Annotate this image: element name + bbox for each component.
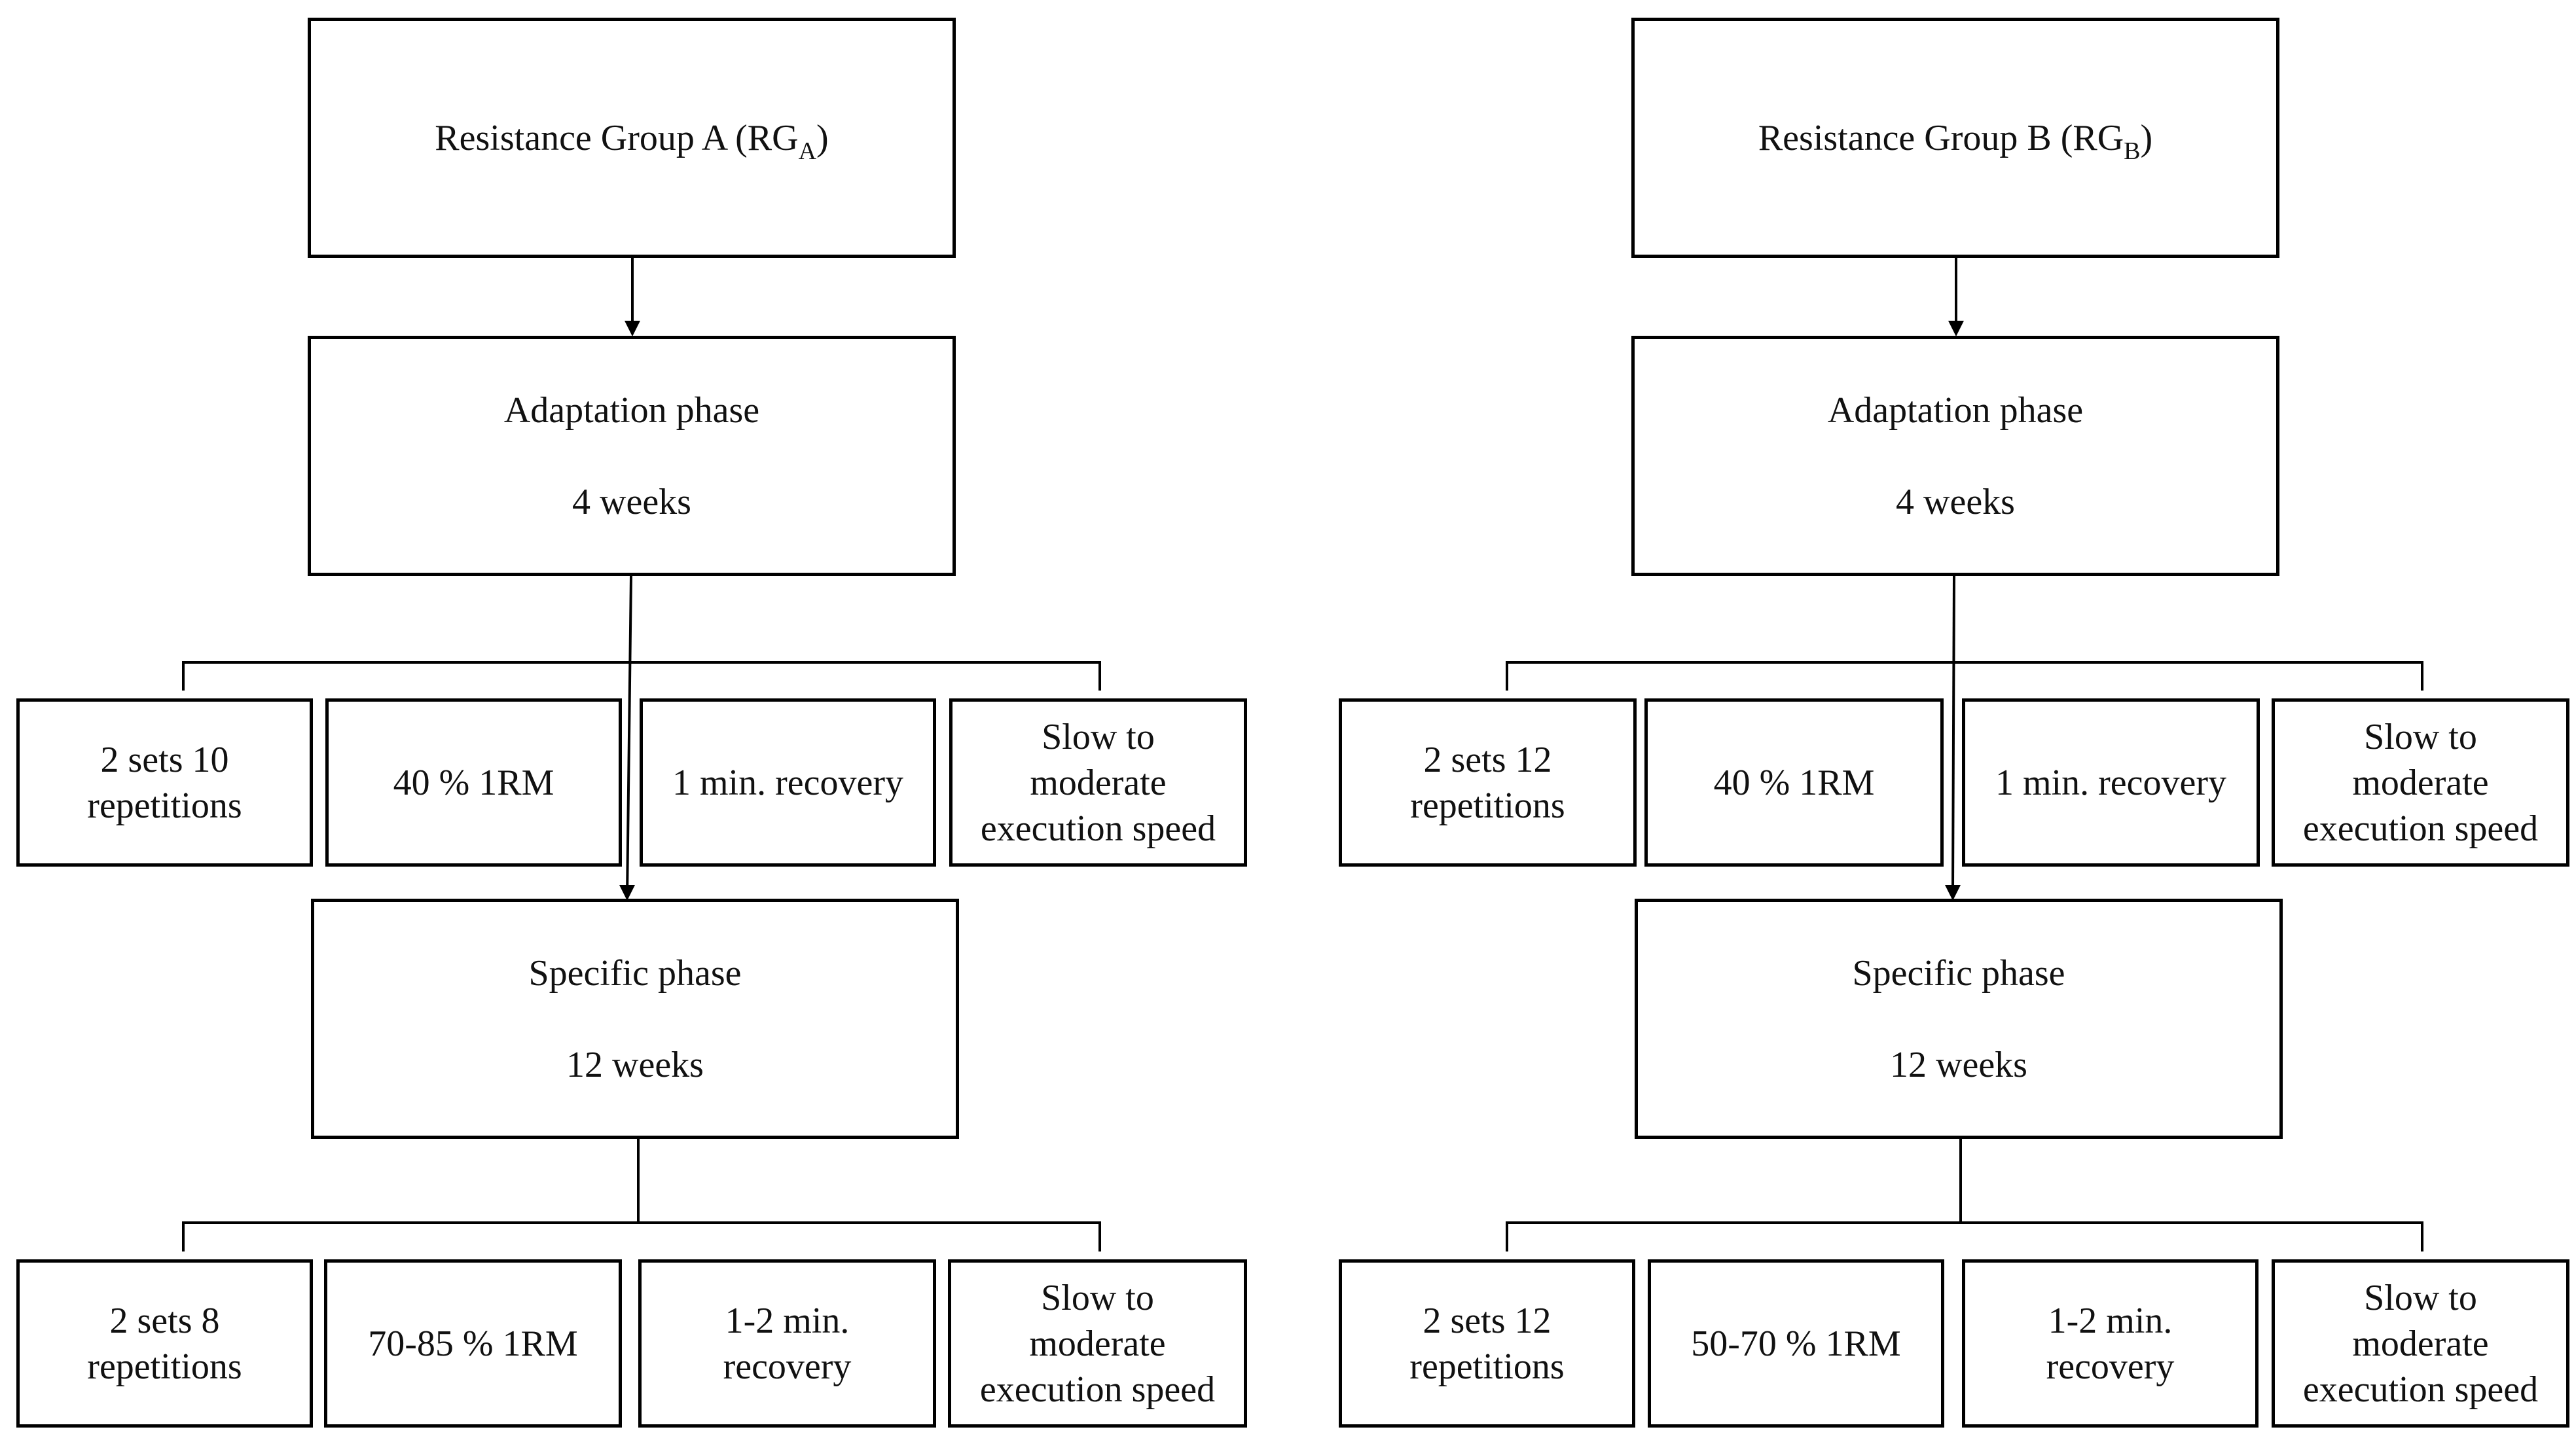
bracket-a-specific xyxy=(182,1221,1101,1251)
param-text: 40 % 1RM xyxy=(1713,762,1875,803)
group-b-adaptation-phase-box: Adaptation phase 4 weeks xyxy=(1631,336,2279,576)
phase-name: Specific phase xyxy=(1852,952,2065,994)
group-b-adaptation-recovery-box: 1 min. recovery xyxy=(1962,698,2260,867)
param-text: 70-85 % 1RM xyxy=(368,1323,578,1364)
group-b-specific-intensity-box: 50-70 % 1RM xyxy=(1648,1259,1944,1428)
arrowhead-a-1 xyxy=(625,321,640,336)
phase-name: Adaptation phase xyxy=(1827,389,2084,431)
param-text: 2 sets 12 repetitions xyxy=(1409,1300,1565,1387)
group-b-specific-speed-box: Slow to moderate execution speed xyxy=(2272,1259,2569,1428)
group-b-adaptation-intensity-box: 40 % 1RM xyxy=(1644,698,1944,867)
param-text: 1 min. recovery xyxy=(1995,762,2226,803)
group-a-adaptation-intensity-box: 40 % 1RM xyxy=(325,698,622,867)
group-a-adaptation-recovery-box: 1 min. recovery xyxy=(640,698,936,867)
param-text: 1-2 min. recovery xyxy=(723,1300,852,1387)
group-a-specific-sets-box: 2 sets 8 repetitions xyxy=(16,1259,313,1428)
param-text: 1-2 min. recovery xyxy=(2046,1300,2175,1387)
phase-name: Specific phase xyxy=(528,952,742,994)
param-text: 50-70 % 1RM xyxy=(1691,1323,1901,1364)
group-b-title: Resistance Group B (RGB) xyxy=(1758,117,2153,165)
phase-duration: 4 weeks xyxy=(572,481,691,522)
line-a-adaptation-to-specific xyxy=(626,575,632,897)
bracket-b-specific xyxy=(1506,1221,2423,1251)
bracket-a-adaptation xyxy=(182,661,1101,691)
param-text: 2 sets 8 repetitions xyxy=(87,1300,242,1387)
group-a-specific-speed-box: Slow to moderate execution speed xyxy=(948,1259,1247,1428)
group-a-title: Resistance Group A (RGA) xyxy=(435,117,829,165)
param-text: 40 % 1RM xyxy=(393,762,554,803)
param-text: Slow to moderate execution speed xyxy=(2302,716,2539,849)
param-text: Slow to moderate execution speed xyxy=(979,1277,1216,1410)
group-a-adaptation-sets-box: 2 sets 10 repetitions xyxy=(16,698,313,867)
phase-duration: 12 weeks xyxy=(566,1044,704,1085)
group-b-adaptation-sets-box: 2 sets 12 repetitions xyxy=(1339,698,1637,867)
arrowhead-b-1 xyxy=(1948,321,1964,336)
group-b-specific-phase-box: Specific phase 12 weeks xyxy=(1635,899,2283,1139)
group-b-title-box: Resistance Group B (RGB) xyxy=(1631,18,2279,258)
group-a-specific-intensity-box: 70-85 % 1RM xyxy=(324,1259,622,1428)
param-text: Slow to moderate execution speed xyxy=(980,716,1216,849)
phase-duration: 12 weeks xyxy=(1890,1044,2027,1085)
param-text: 1 min. recovery xyxy=(672,762,903,803)
group-b-specific-recovery-box: 1-2 min. recovery xyxy=(1962,1259,2259,1428)
group-b-adaptation-speed-box: Slow to moderate execution speed xyxy=(2272,698,2569,867)
line-b-adaptation-to-specific xyxy=(1951,575,1955,891)
param-text: Slow to moderate execution speed xyxy=(2302,1277,2539,1410)
phase-name: Adaptation phase xyxy=(503,389,760,431)
phase-duration: 4 weeks xyxy=(1896,481,2015,522)
param-text: 2 sets 10 repetitions xyxy=(87,739,242,826)
param-text: 2 sets 12 repetitions xyxy=(1410,739,1565,826)
group-a-specific-phase-box: Specific phase 12 weeks xyxy=(311,899,959,1139)
arrowhead-b-2 xyxy=(1945,885,1961,901)
group-a-adaptation-speed-box: Slow to moderate execution speed xyxy=(949,698,1247,867)
group-a-title-box: Resistance Group A (RGA) xyxy=(308,18,956,258)
arrowhead-a-2 xyxy=(619,885,635,901)
group-a-adaptation-phase-box: Adaptation phase 4 weeks xyxy=(308,336,956,576)
group-b-specific-sets-box: 2 sets 12 repetitions xyxy=(1339,1259,1635,1428)
bracket-b-adaptation xyxy=(1506,661,2423,691)
group-a-specific-recovery-box: 1-2 min. recovery xyxy=(638,1259,936,1428)
